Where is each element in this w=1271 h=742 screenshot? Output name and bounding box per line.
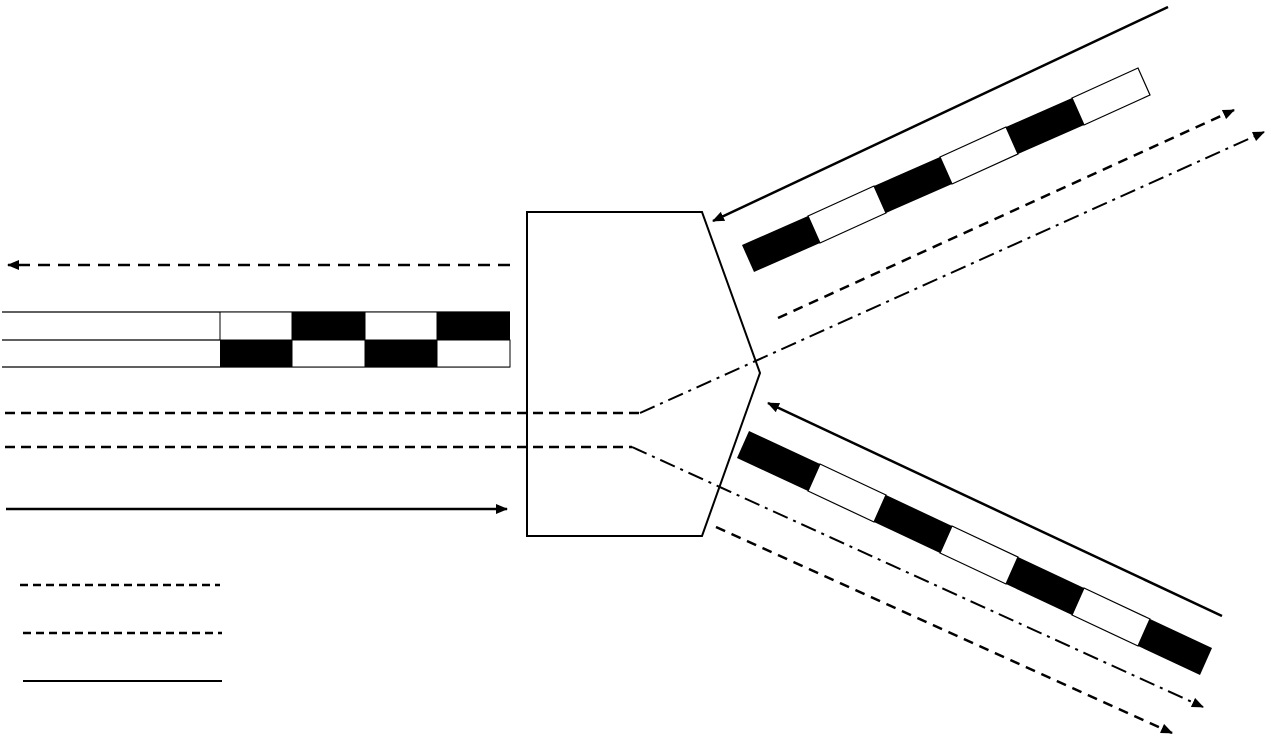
left-band-block [220,340,292,367]
lower-right-band-block [807,463,887,523]
lower-right-branch [631,401,1223,735]
left-checkered-band [219,311,511,368]
upper-right-band-block [807,185,887,244]
upper-right-dashdot-output-arrow [639,131,1265,414]
upper-right-dashed-output-arrow [777,108,1235,320]
upper-right-band-block [1006,98,1084,154]
lower-right-checkered-band [737,431,1212,675]
lower-right-band-block [1071,587,1151,647]
upper-right-checkered-band [742,67,1151,272]
lower-right-band-block [737,431,820,491]
lower-right-band-block [939,525,1019,585]
left-branch [2,260,640,514]
upper-right-band-block [742,216,820,272]
upper-right-band-block [1071,67,1151,126]
lower-right-dashdot-output-arrow [631,446,1204,708]
left-band-block [437,312,510,340]
legend [20,583,222,682]
upper-right-band-block [939,126,1019,185]
lower-right-dashed-output-arrow [715,525,1173,735]
left-band-block [365,340,437,367]
upper-right-solid-input-arrow [712,5,1169,223]
left-band-block [219,311,293,341]
left-band-block [292,312,365,340]
left-band-block [364,311,438,341]
lower-right-band-block [1138,619,1212,675]
left-band-block [291,339,366,368]
upper-right-band-block [874,157,952,213]
splitter-body [526,211,762,537]
lower-right-band-block [874,495,952,553]
lower-right-band-block [1006,557,1084,615]
left-band-block [436,339,511,368]
upper-right-branch [639,5,1265,414]
lower-right-solid-input-arrow [767,401,1223,618]
